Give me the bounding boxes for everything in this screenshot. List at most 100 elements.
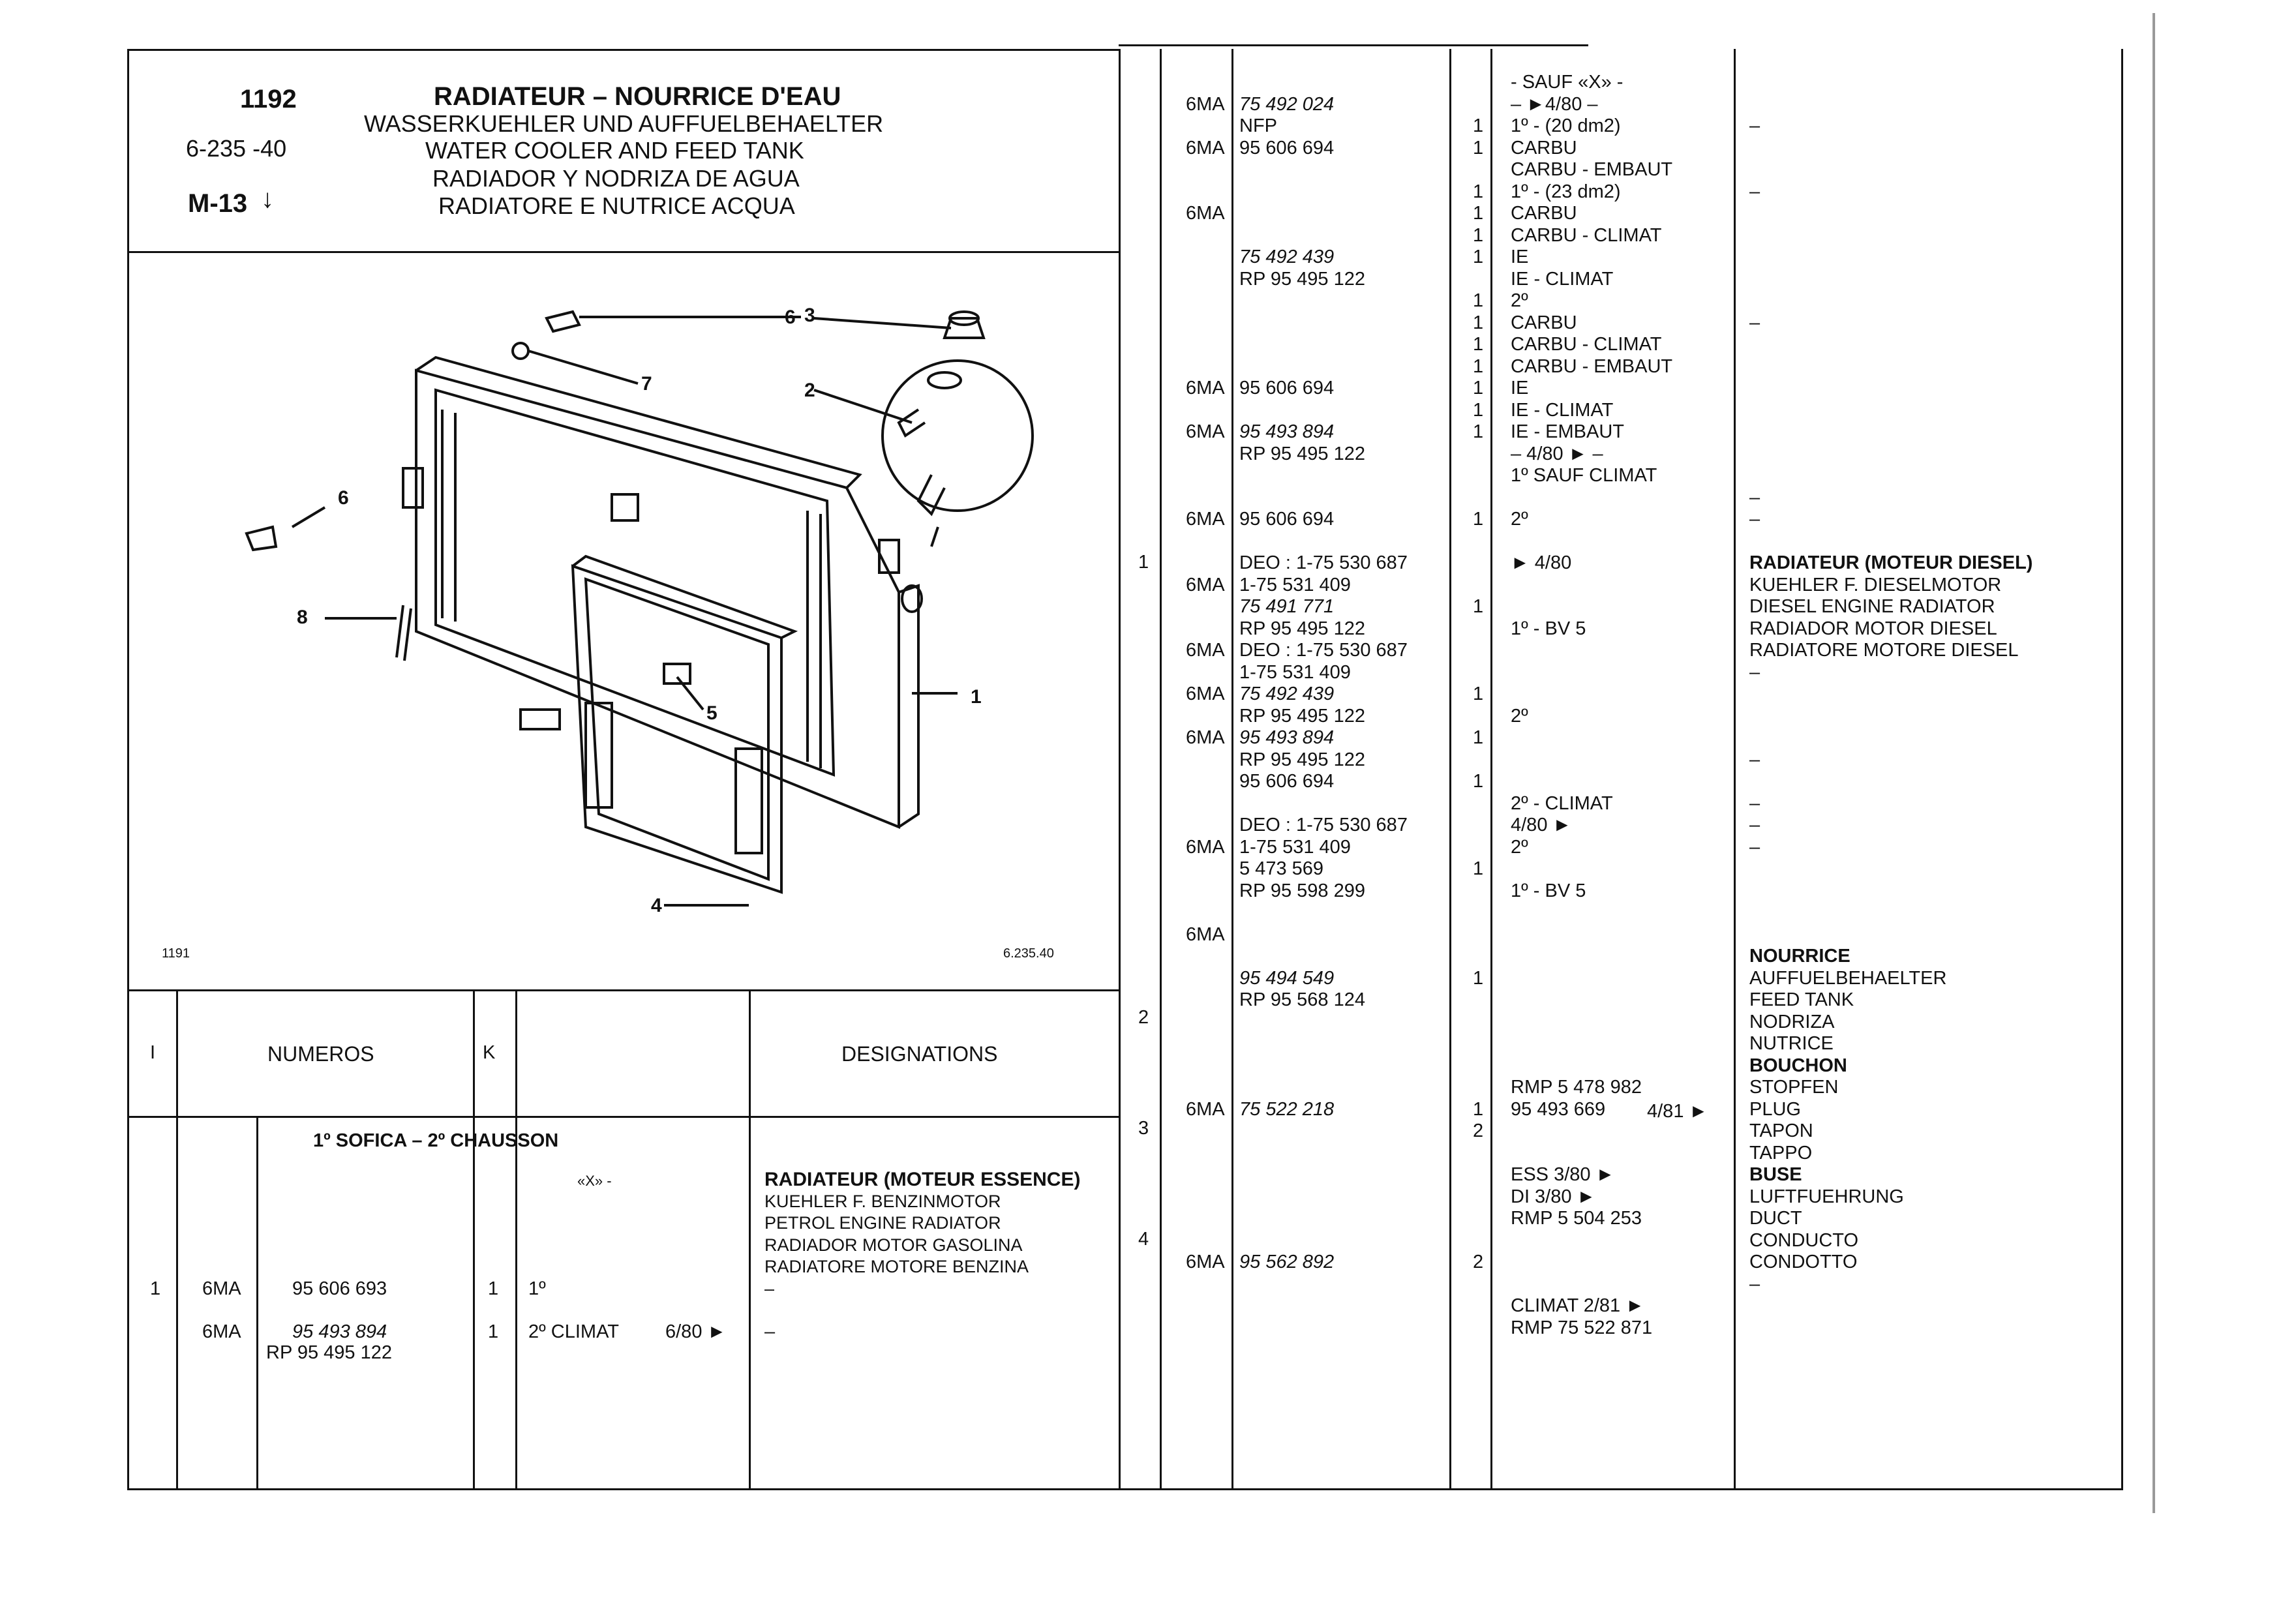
prefix-cell: 6MA — [1186, 640, 1225, 661]
prefix-cell — [1186, 902, 1225, 924]
qty-cell: 1 — [1473, 509, 1484, 530]
qty-cell — [1473, 531, 1483, 553]
desig-cell — [1749, 706, 2032, 728]
right-prefix-column: 6MA 6MA 6MA 6MA 6MA 6MA 6MA 6MA 6MA 6MA … — [1186, 72, 1225, 1274]
qty-cell — [1473, 1230, 1483, 1252]
row1-variant: 1º — [528, 1278, 546, 1299]
right-item-number: 4 — [1138, 1229, 1149, 1250]
col-header-designations: DESIGNATIONS — [841, 1042, 998, 1066]
prefix-cell: 6MA — [1186, 574, 1225, 595]
qty-cell: 1 — [1473, 312, 1484, 333]
qty-cell: 1 — [1473, 115, 1484, 136]
bottom-rule — [127, 1488, 2123, 1490]
desig-cell — [1749, 159, 2032, 181]
var-cell: 1º - (23 dm2) — [1511, 181, 1621, 202]
number-cell — [1239, 1055, 1408, 1077]
row2-date: 6/80 ► — [665, 1321, 727, 1342]
var-cell: 2º — [1511, 705, 1528, 727]
prefix-cell — [1186, 858, 1225, 880]
qty-cell — [1473, 662, 1483, 684]
var-cell: 95 493 669 — [1511, 1098, 1606, 1120]
var-cell: CARBU — [1511, 137, 1577, 158]
number-cell — [1239, 1164, 1408, 1186]
left-border — [127, 49, 129, 1490]
qty-cell: 1 — [1473, 355, 1484, 377]
right-item-number: 3 — [1138, 1118, 1149, 1139]
desig-line: PETROL ENGINE RADIATOR — [764, 1213, 1001, 1233]
desig-line: RADIATORE MOTORE BENZINA — [764, 1257, 1029, 1276]
qty-cell: 2 — [1473, 1252, 1484, 1272]
prefix-cell: 6MA — [1186, 421, 1225, 442]
prefix-cell — [1186, 662, 1225, 684]
number-cell: 1-75 531 409 — [1239, 836, 1351, 858]
desig-cell: TAPPO — [1749, 1142, 1813, 1164]
prefix-cell: 6MA — [1186, 378, 1225, 398]
desig-cell — [1749, 771, 2032, 793]
qty-cell: 1 — [1473, 181, 1484, 202]
number-cell — [1239, 1120, 1408, 1143]
var-cell — [1511, 858, 1672, 880]
desig-cell — [1749, 290, 2032, 312]
row2-designation: – — [764, 1321, 776, 1342]
prefix-cell — [1186, 225, 1225, 247]
desig-cell: – — [1749, 509, 1760, 530]
prefix-cell — [1186, 159, 1225, 181]
col-header-i: I — [150, 1042, 156, 1063]
desig-cell: NUTRICE — [1749, 1033, 1834, 1054]
desig-cell: – — [1749, 1273, 1760, 1295]
number-cell: RP 95 495 122 — [1239, 705, 1365, 727]
qty-cell: 2 — [1473, 1120, 1484, 1141]
number-cell: 5 473 569 — [1239, 858, 1324, 879]
desig-cell — [1749, 247, 2032, 269]
prefix-cell: 6MA — [1186, 836, 1225, 858]
var-cell: ► 4/80 — [1511, 552, 1572, 573]
var-cell: IE - CLIMAT — [1511, 268, 1614, 290]
qty-cell: 1 — [1473, 421, 1484, 442]
desig-cell — [1749, 443, 2032, 466]
model-code: M-13 — [188, 189, 248, 218]
number-cell: 95 606 694 — [1239, 771, 1335, 792]
desig-cell: – — [1749, 115, 1760, 136]
row2-part-number: 95 493 894 — [292, 1321, 387, 1342]
desig-cell — [1749, 531, 2032, 553]
number-cell: RP 95 495 122 — [1239, 443, 1365, 464]
bracket — [402, 467, 424, 509]
row1-item: 1 — [150, 1278, 161, 1299]
qty-cell — [1473, 552, 1483, 575]
desig-cell — [1749, 203, 2032, 225]
down-arrow-icon: ↓ — [261, 185, 274, 213]
vline-desig — [749, 989, 751, 1488]
diagram-ref-right: 6.235.40 — [1003, 946, 1054, 961]
desig-cell: TAPON — [1749, 1120, 1813, 1141]
prefix-cell — [1186, 465, 1225, 487]
qty-cell — [1473, 1077, 1483, 1099]
prefix-cell — [1186, 1055, 1225, 1077]
callout-1: 1 — [971, 686, 982, 708]
qty-cell — [1473, 575, 1483, 597]
prefix-cell: 6MA — [1186, 924, 1225, 945]
number-cell — [1239, 1077, 1408, 1099]
var-cell — [1511, 1120, 1672, 1143]
var-cell — [1511, 575, 1672, 597]
prefix-cell — [1186, 334, 1225, 356]
number-cell — [1239, 1230, 1408, 1252]
fan-shroud — [571, 564, 783, 894]
qty-cell: 1 — [1473, 334, 1484, 355]
desig-cell: FEED TANK — [1749, 989, 1854, 1010]
number-cell — [1239, 924, 1408, 946]
qty-cell — [1473, 793, 1483, 815]
number-cell — [1239, 225, 1408, 247]
plate-number: 1192 — [240, 85, 297, 113]
prefix-cell — [1186, 552, 1225, 575]
sauf-x-note: «X» - — [577, 1173, 612, 1189]
prefix-cell — [1186, 1012, 1225, 1034]
prefix-cell — [1186, 880, 1225, 903]
prefix-cell: 6MA — [1186, 727, 1225, 748]
top-rule-right — [1119, 44, 1588, 46]
desig-cell: PLUG — [1749, 1098, 1801, 1120]
number-cell: 75 492 439 — [1239, 247, 1335, 267]
number-cell: RP 95 495 122 — [1239, 268, 1365, 290]
var-cell — [1511, 946, 1672, 968]
qty-cell: 1 — [1473, 224, 1484, 246]
desig-cell: – — [1749, 792, 1760, 814]
